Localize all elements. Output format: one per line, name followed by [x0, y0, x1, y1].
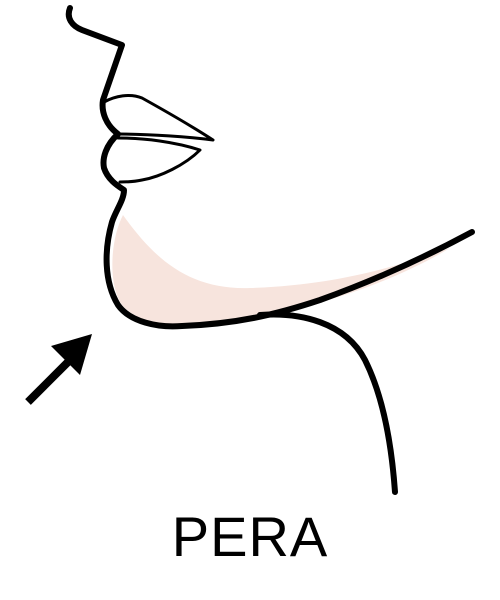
face-profile-outline	[65, 5, 475, 330]
arrow-icon	[25, 334, 92, 405]
chin-highlight	[112, 215, 450, 326]
neck-outline	[257, 311, 398, 495]
caption-label: PERA	[171, 505, 329, 568]
lower-lip-outline	[116, 136, 202, 184]
upper-lip-outline	[102, 93, 215, 142]
